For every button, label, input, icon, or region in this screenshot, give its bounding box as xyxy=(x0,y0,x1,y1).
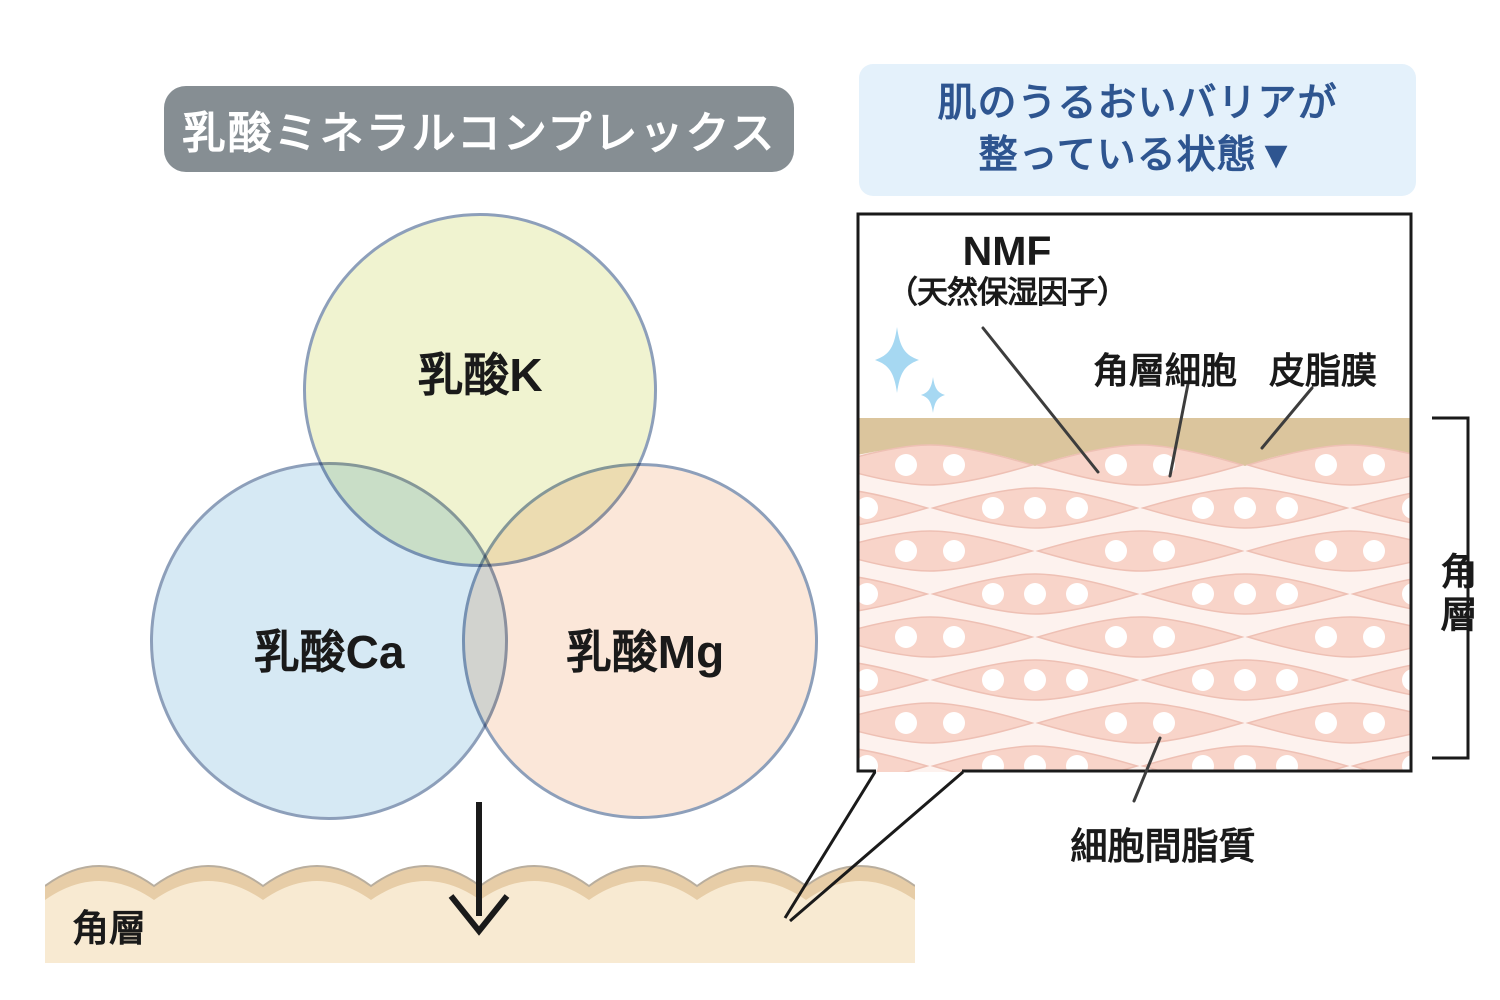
nmf-dot xyxy=(1192,669,1214,691)
nmf-dot xyxy=(1234,669,1256,691)
title-badge: 乳酸ミネラルコンプレックス xyxy=(164,86,794,172)
nmf-dot xyxy=(1024,583,1046,605)
nmf-dot xyxy=(1315,454,1337,476)
moisture-barrier-header-line1: 肌のうるおいバリアが xyxy=(937,82,1338,126)
nmf-dot xyxy=(1363,540,1385,562)
nmf-dot xyxy=(1363,712,1385,734)
nmf-dot xyxy=(1066,669,1088,691)
nmf-dot xyxy=(895,540,917,562)
nmf-dot xyxy=(1153,454,1175,476)
nmf-dot xyxy=(1066,583,1088,605)
venn-circle-lactate-ca xyxy=(150,462,508,820)
nmf-dot xyxy=(1276,583,1298,605)
nmf-dot xyxy=(1153,712,1175,734)
stratum-corneum-bracket-label: 角層 xyxy=(1435,552,1476,638)
nmf-dot xyxy=(1234,583,1256,605)
venn-label-lactate-k: 乳酸K xyxy=(417,349,543,401)
nmf-dot xyxy=(982,583,1004,605)
moisture-barrier-header-line2: 整っている状態▼ xyxy=(978,134,1297,177)
nmf-dot xyxy=(1363,626,1385,648)
nmf-dot xyxy=(1276,669,1298,691)
sparkle-icon xyxy=(875,327,919,393)
venn-label-lactate-ca: 乳酸Ca xyxy=(253,626,405,678)
nmf-label-line1: NMF xyxy=(962,228,1052,274)
nmf-dot xyxy=(943,540,965,562)
nmf-dot xyxy=(1153,626,1175,648)
nmf-dot xyxy=(1315,540,1337,562)
nmf-label: NMF （天然保湿因子） xyxy=(877,228,1137,311)
nmf-dot xyxy=(982,669,1004,691)
stratum-corneum-band-label: 角層 xyxy=(72,908,146,949)
nmf-label-line2: （天然保湿因子） xyxy=(887,275,1128,311)
nmf-dot xyxy=(1363,454,1385,476)
nmf-dot xyxy=(1315,712,1337,734)
nmf-dot xyxy=(982,497,1004,519)
sebum-film-label: 皮脂膜 xyxy=(1268,350,1377,391)
nmf-dot xyxy=(1192,497,1214,519)
venn-label-lactate-mg: 乳酸Mg xyxy=(565,626,725,678)
corneocyte-label: 角層細胞 xyxy=(1092,350,1237,391)
nmf-dot xyxy=(943,626,965,648)
stratum-corneum-band xyxy=(45,860,915,965)
sparkle-icon xyxy=(921,377,945,413)
nmf-dot xyxy=(1105,540,1127,562)
nmf-dot xyxy=(1105,626,1127,648)
nmf-dot xyxy=(1066,497,1088,519)
nmf-dot xyxy=(895,626,917,648)
nmf-dot xyxy=(1192,583,1214,605)
nmf-dot xyxy=(1153,540,1175,562)
nmf-dot xyxy=(1234,497,1256,519)
nmf-dot xyxy=(895,712,917,734)
nmf-dot xyxy=(1024,669,1046,691)
nmf-dot xyxy=(1024,497,1046,519)
nmf-dot xyxy=(1315,626,1337,648)
intercellular-lipids-label: 細胞間脂質 xyxy=(1070,826,1256,867)
nmf-dot xyxy=(1105,712,1127,734)
moisture-barrier-header: 肌のうるおいバリアが 整っている状態▼ xyxy=(859,64,1416,196)
venn-circle-lactate-mg xyxy=(462,463,818,819)
nmf-dot xyxy=(1105,454,1127,476)
nmf-dot xyxy=(943,712,965,734)
nmf-dot xyxy=(943,454,965,476)
nmf-dot xyxy=(1276,497,1298,519)
nmf-dot xyxy=(895,454,917,476)
